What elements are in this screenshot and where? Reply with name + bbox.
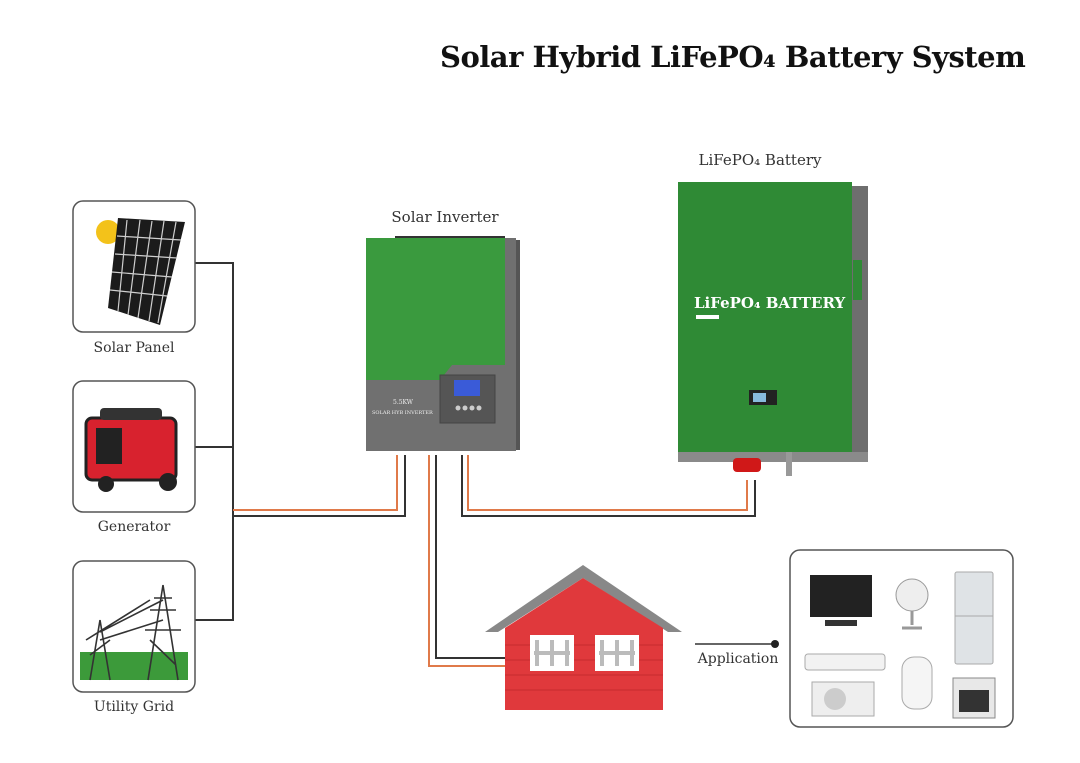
diagram-title: Solar Hybrid LiFePO₄ Battery System xyxy=(440,40,1026,74)
plug-icon xyxy=(771,640,779,648)
inverter-label: Solar Inverter xyxy=(391,208,499,226)
oven-icon xyxy=(952,677,996,719)
battery-wire-orange xyxy=(467,455,748,511)
source-bus-wire xyxy=(195,262,234,621)
inverter-model: 5.5KW xyxy=(393,399,414,406)
utility-grid-box xyxy=(72,560,196,693)
generator-icon xyxy=(84,408,178,492)
generator-label: Generator xyxy=(97,519,171,535)
tv-icon xyxy=(810,575,872,626)
application-label: Application xyxy=(697,651,779,667)
solar-inverter: 5.5KW SOLAR HYB INVERTER xyxy=(366,236,520,451)
battery-terminal-red xyxy=(733,458,761,472)
input-wire-orange xyxy=(233,455,398,511)
solar-panel-box xyxy=(72,200,196,333)
input-wire-black xyxy=(233,455,406,517)
transmission-tower-icon xyxy=(80,584,188,681)
fridge-icon xyxy=(954,571,994,665)
utility-grid-label: Utility Grid xyxy=(93,699,175,715)
inverter-name: SOLAR HYB INVERTER xyxy=(372,410,433,416)
generator-box xyxy=(72,380,196,513)
lifepo4-battery: LiFePO₄ BATTERY xyxy=(678,182,868,476)
battery-label: LiFePO₄ Battery xyxy=(698,151,822,169)
sun-icon xyxy=(96,220,120,244)
output-wire-orange xyxy=(428,455,505,667)
battery-terminal-gray xyxy=(786,452,792,476)
wires xyxy=(195,262,779,667)
house-icon xyxy=(485,565,682,710)
air-conditioner-icon xyxy=(804,653,886,717)
solar-panel-icon xyxy=(108,218,185,325)
appliances-box xyxy=(789,549,1014,728)
solar-panel-label: Solar Panel xyxy=(93,340,175,356)
output-wire-black xyxy=(435,455,505,659)
fan-icon xyxy=(895,578,929,630)
battery-face-label: LiFePO₄ BATTERY xyxy=(694,294,845,312)
water-heater-icon xyxy=(901,656,933,710)
battery-wire-black xyxy=(461,455,756,517)
